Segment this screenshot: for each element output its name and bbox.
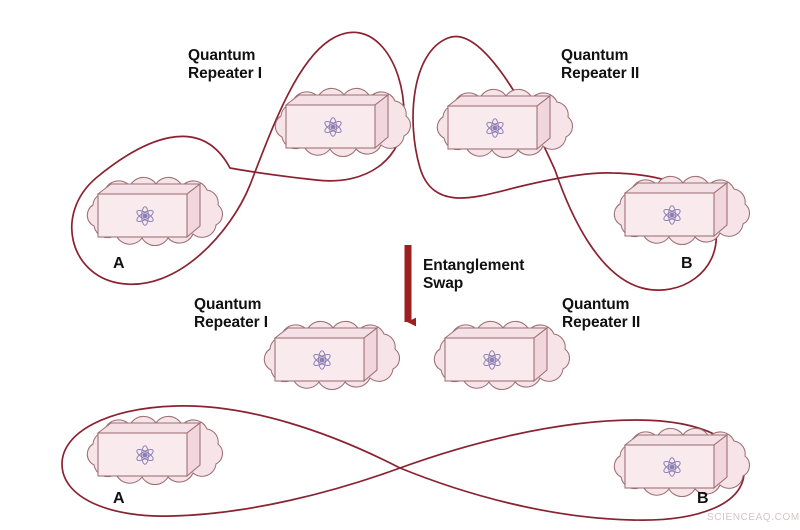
node-quantum-repeater-1-middle: [263, 320, 401, 391]
label-quantum-repeater-1-top: Quantum Repeater I: [188, 47, 262, 83]
node-quantum-repeater-2-middle: [433, 320, 571, 391]
node-b-bottom: [613, 427, 751, 498]
label-node-a-bottom: A: [113, 490, 125, 507]
node-quantum-repeater-2-top: [436, 88, 574, 159]
entanglement-loop-a-b-bottom: [61, 405, 745, 521]
label-entanglement-swap: Entanglement Swap: [423, 257, 525, 293]
node-b-top: [613, 175, 751, 246]
node-a-bottom: [86, 415, 224, 486]
node-a-top: [86, 176, 224, 247]
label-quantum-repeater-2-middle: Quantum Repeater II: [562, 296, 641, 332]
entanglement-loop-a-repeater1: [70, 31, 405, 286]
watermark: SCIENCEAQ.COM: [707, 512, 800, 523]
label-node-b-top: B: [681, 255, 693, 272]
entanglement-loop-repeater2-b: [412, 35, 717, 291]
node-quantum-repeater-1-top: [274, 87, 412, 158]
label-quantum-repeater-1-middle: Quantum Repeater I: [194, 296, 268, 332]
label-node-b-bottom: B: [697, 490, 709, 507]
label-quantum-repeater-2-top: Quantum Repeater II: [561, 47, 640, 83]
label-node-a-top: A: [113, 255, 125, 272]
